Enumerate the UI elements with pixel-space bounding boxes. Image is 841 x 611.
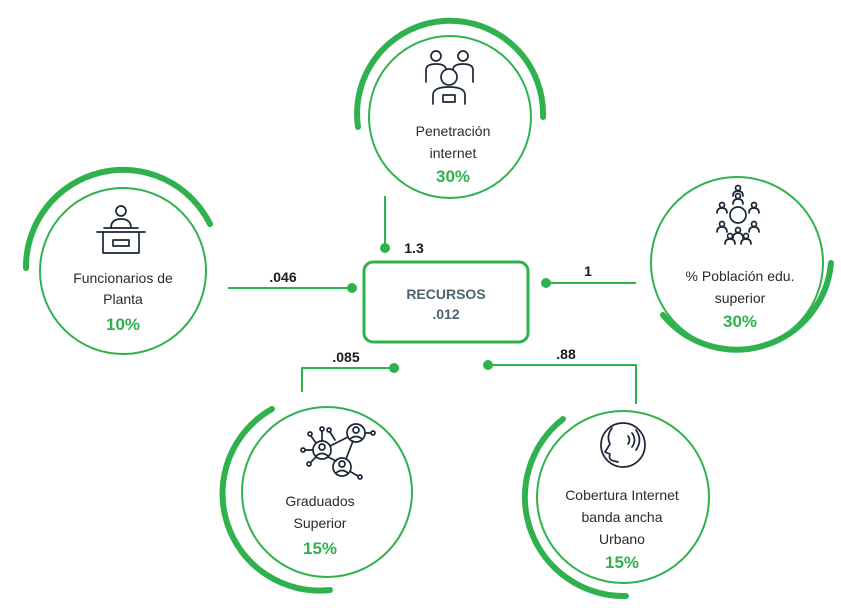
coef-cobertura: .88 <box>556 346 576 362</box>
connector-dot-penetracion <box>380 243 390 253</box>
speaker-podium-icon <box>96 205 146 254</box>
coef-funcionarios: .046 <box>269 269 296 285</box>
node-percent: 30% <box>723 312 757 331</box>
node-label-line2: Superior <box>294 515 347 531</box>
node-ring-arc <box>660 260 834 353</box>
center-node: RECURSOS .012 <box>362 260 530 344</box>
node-ring-arc <box>22 166 213 271</box>
connector-dot-graduados <box>389 363 399 373</box>
coef-penetracion: 1.3 <box>404 240 424 256</box>
node-percent: 30% <box>436 167 470 186</box>
node-funcionarios: Funcionarios de Planta 10% <box>22 166 213 355</box>
node-cobertura: Cobertura Internet banda ancha Urbano 15… <box>521 410 710 600</box>
node-label-line1: % Población edu. <box>686 268 795 284</box>
node-percent: 15% <box>605 553 639 572</box>
people-group-icon <box>425 50 474 105</box>
node-ring-inner <box>536 410 710 584</box>
node-label-line2: banda ancha <box>582 509 663 525</box>
node-poblacion: % Población edu. superior 30% <box>650 176 834 353</box>
center-title: RECURSOS <box>406 286 485 302</box>
people-circle-icon <box>716 184 760 245</box>
node-percent: 15% <box>303 539 337 558</box>
connector-dot-poblacion <box>541 278 551 288</box>
connector-dot-funcionarios <box>347 283 357 293</box>
connectors <box>228 196 637 404</box>
node-ring-inner <box>368 35 532 199</box>
coef-graduados: .085 <box>332 349 359 365</box>
node-label-line1: Cobertura Internet <box>565 487 679 503</box>
node-label-line3: Urbano <box>599 531 645 547</box>
node-label-line1: Penetración <box>416 123 491 139</box>
coefficients: 1.3 .046 1 .085 .88 <box>269 240 592 365</box>
coef-poblacion: 1 <box>584 263 592 279</box>
node-label-line1: Graduados <box>285 493 354 509</box>
connector-graduados <box>301 367 392 392</box>
node-label-line2: internet <box>430 145 477 161</box>
node-ring-inner <box>39 187 207 355</box>
node-graduados: Graduados Superior 15% <box>219 406 413 594</box>
connector-cobertura <box>490 364 637 404</box>
node-percent: 10% <box>106 315 140 334</box>
center-value: .012 <box>432 306 459 322</box>
node-label-line2: superior <box>715 290 766 306</box>
node-penetracion: Penetración internet 30% <box>354 17 547 199</box>
node-ring-arc <box>521 416 629 600</box>
node-ring-arc <box>354 17 547 130</box>
voice-speaking-icon <box>600 422 646 468</box>
connector-dot-cobertura <box>483 360 493 370</box>
center-box <box>362 260 530 344</box>
node-ring-inner <box>241 406 413 578</box>
node-label-line1: Funcionarios de <box>73 270 173 286</box>
node-label-line2: Planta <box>103 291 143 307</box>
node-ring-arc <box>219 406 333 594</box>
network-people-icon <box>300 423 376 480</box>
